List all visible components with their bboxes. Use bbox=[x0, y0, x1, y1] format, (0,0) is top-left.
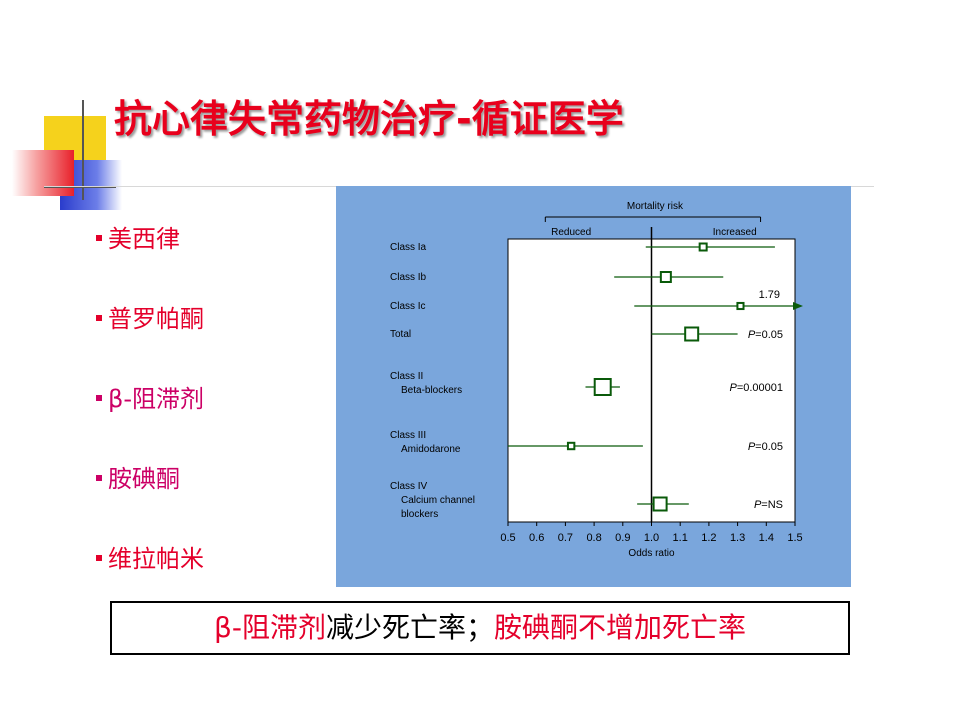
row-label: Class Ic bbox=[390, 301, 426, 312]
bullet-item: β-阻滞剂 bbox=[96, 382, 326, 462]
x-tick-label: 1.1 bbox=[673, 532, 688, 544]
increased-label: Increased bbox=[713, 227, 757, 238]
page-title: 抗心律失常药物治疗-循证医学 bbox=[114, 97, 624, 141]
point-estimate bbox=[659, 271, 672, 283]
row-label: Total bbox=[390, 329, 411, 340]
x-tick-label: 1.0 bbox=[644, 532, 659, 544]
row-label: Beta-blockers bbox=[401, 385, 462, 396]
caption-beta-blocker: β-阻滞剂 bbox=[213, 611, 326, 644]
bullet-label: 普罗帕酮 bbox=[108, 305, 204, 333]
deco-vertical-line bbox=[82, 100, 84, 200]
caption-reduce-mortality: 减少死亡率； bbox=[325, 611, 494, 644]
x-tick-label: 0.8 bbox=[586, 532, 601, 544]
x-tick-label: 0.5 bbox=[500, 532, 515, 544]
bullet-square-icon bbox=[96, 555, 102, 561]
conclusion-box: β-阻滞剂减少死亡率；胺碘酮不增加死亡率 bbox=[110, 601, 850, 655]
x-tick-label: 1.5 bbox=[787, 532, 802, 544]
mortality-risk-header: Mortality risk bbox=[627, 201, 684, 212]
point-estimate bbox=[652, 496, 668, 512]
row-annotation: 1.79 bbox=[759, 289, 780, 301]
row-label: Class Ia bbox=[390, 242, 427, 253]
row-annotation: P=0.05 bbox=[748, 329, 783, 341]
ci-arrow-icon bbox=[793, 302, 803, 310]
point-estimate bbox=[593, 378, 612, 396]
bullet-square-icon bbox=[96, 475, 102, 481]
bullet-label: 胺碘酮 bbox=[108, 465, 180, 493]
bullet-square-icon bbox=[96, 235, 102, 241]
x-tick-label: 0.7 bbox=[558, 532, 573, 544]
row-annotation: P=0.00001 bbox=[729, 382, 783, 394]
row-label: Calcium channel bbox=[401, 495, 475, 506]
bullet-item: 胺碘酮 bbox=[96, 462, 326, 542]
row-label: Class IV bbox=[390, 481, 428, 492]
bullet-item: 美西律 bbox=[96, 222, 326, 302]
x-tick-label: 0.6 bbox=[529, 532, 544, 544]
bullet-label: 维拉帕米 bbox=[108, 545, 204, 573]
bullet-square-icon bbox=[96, 395, 102, 401]
x-tick-label: 1.2 bbox=[701, 532, 716, 544]
row-label: Amidodarone bbox=[401, 444, 461, 455]
row-label: blockers bbox=[401, 509, 438, 520]
bullet-item: 维拉帕米 bbox=[96, 542, 326, 622]
bullet-label: β-阻滞剂 bbox=[108, 385, 204, 413]
row-annotation: P=0.05 bbox=[748, 441, 783, 453]
x-tick-label: 0.9 bbox=[615, 532, 630, 544]
x-tick-label: 1.3 bbox=[730, 532, 745, 544]
row-label: Class II bbox=[390, 371, 423, 382]
x-axis-label: Odds ratio bbox=[628, 548, 675, 559]
point-estimate bbox=[566, 441, 576, 451]
reduced-label: Reduced bbox=[551, 227, 591, 238]
bullet-square-icon bbox=[96, 315, 102, 321]
x-tick-label: 1.4 bbox=[759, 532, 774, 544]
point-estimate bbox=[698, 242, 708, 252]
bullet-label: 美西律 bbox=[108, 225, 180, 253]
bullet-item: 普罗帕酮 bbox=[96, 302, 326, 382]
deco-horizontal-line bbox=[44, 186, 116, 188]
row-annotation: P=NS bbox=[754, 499, 783, 511]
point-estimate bbox=[684, 326, 700, 342]
row-label: Class III bbox=[390, 430, 426, 441]
drug-list: 美西律 普罗帕酮 β-阻滞剂 胺碘酮 维拉帕米 bbox=[96, 222, 326, 622]
deco-red-square bbox=[12, 150, 74, 196]
row-label: Class Ib bbox=[390, 272, 427, 283]
point-estimate bbox=[736, 301, 745, 311]
caption-amiodarone: 胺碘酮不增加死亡率 bbox=[493, 611, 746, 644]
